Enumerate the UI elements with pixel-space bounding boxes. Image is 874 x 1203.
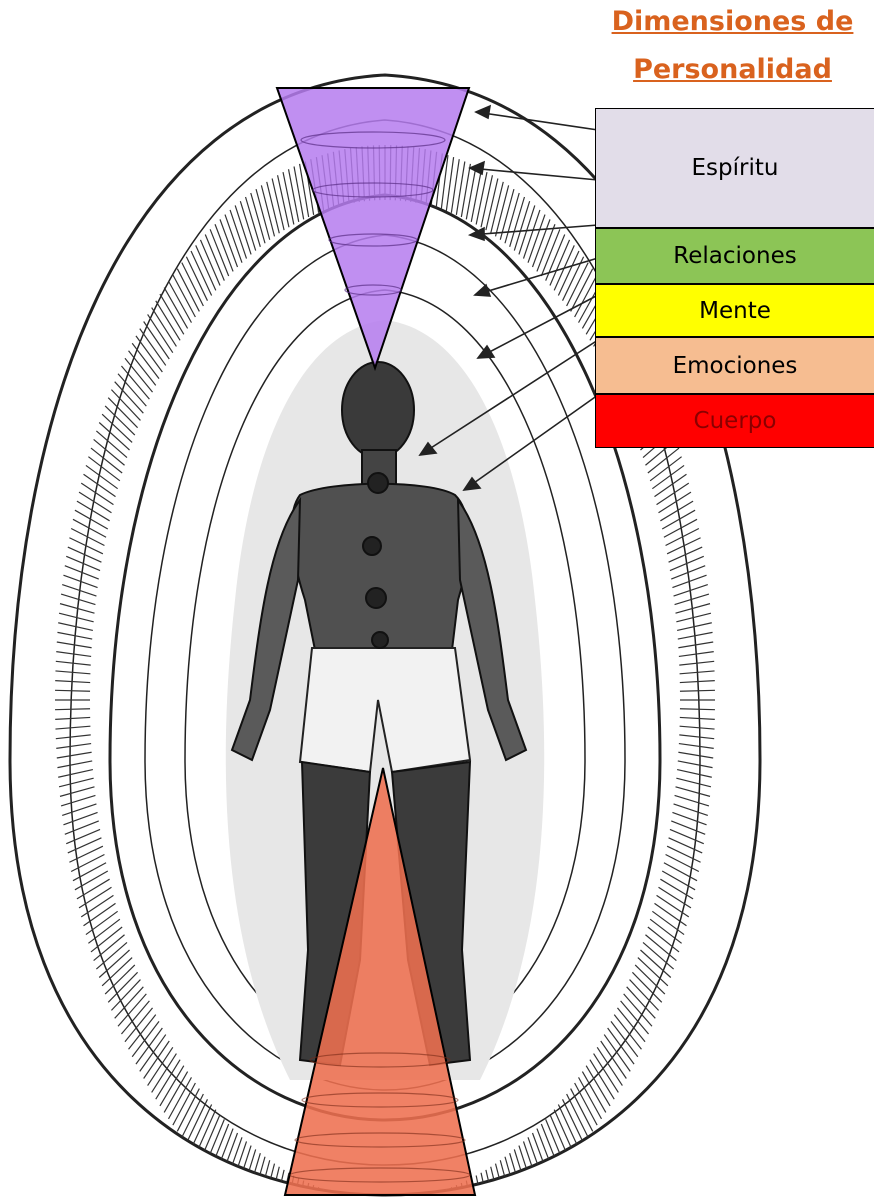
legend-espiritu: Espíritu — [595, 108, 874, 228]
top-cone — [277, 88, 469, 368]
title-line-2: Personalidad — [595, 54, 870, 85]
legend-emociones: Emociones — [595, 337, 874, 394]
title-line-1: Dimensiones de — [595, 6, 870, 37]
legend-cuerpo: Cuerpo — [595, 394, 874, 448]
legend-mente: Mente — [595, 284, 874, 337]
legend-relaciones: Relaciones — [595, 228, 874, 284]
